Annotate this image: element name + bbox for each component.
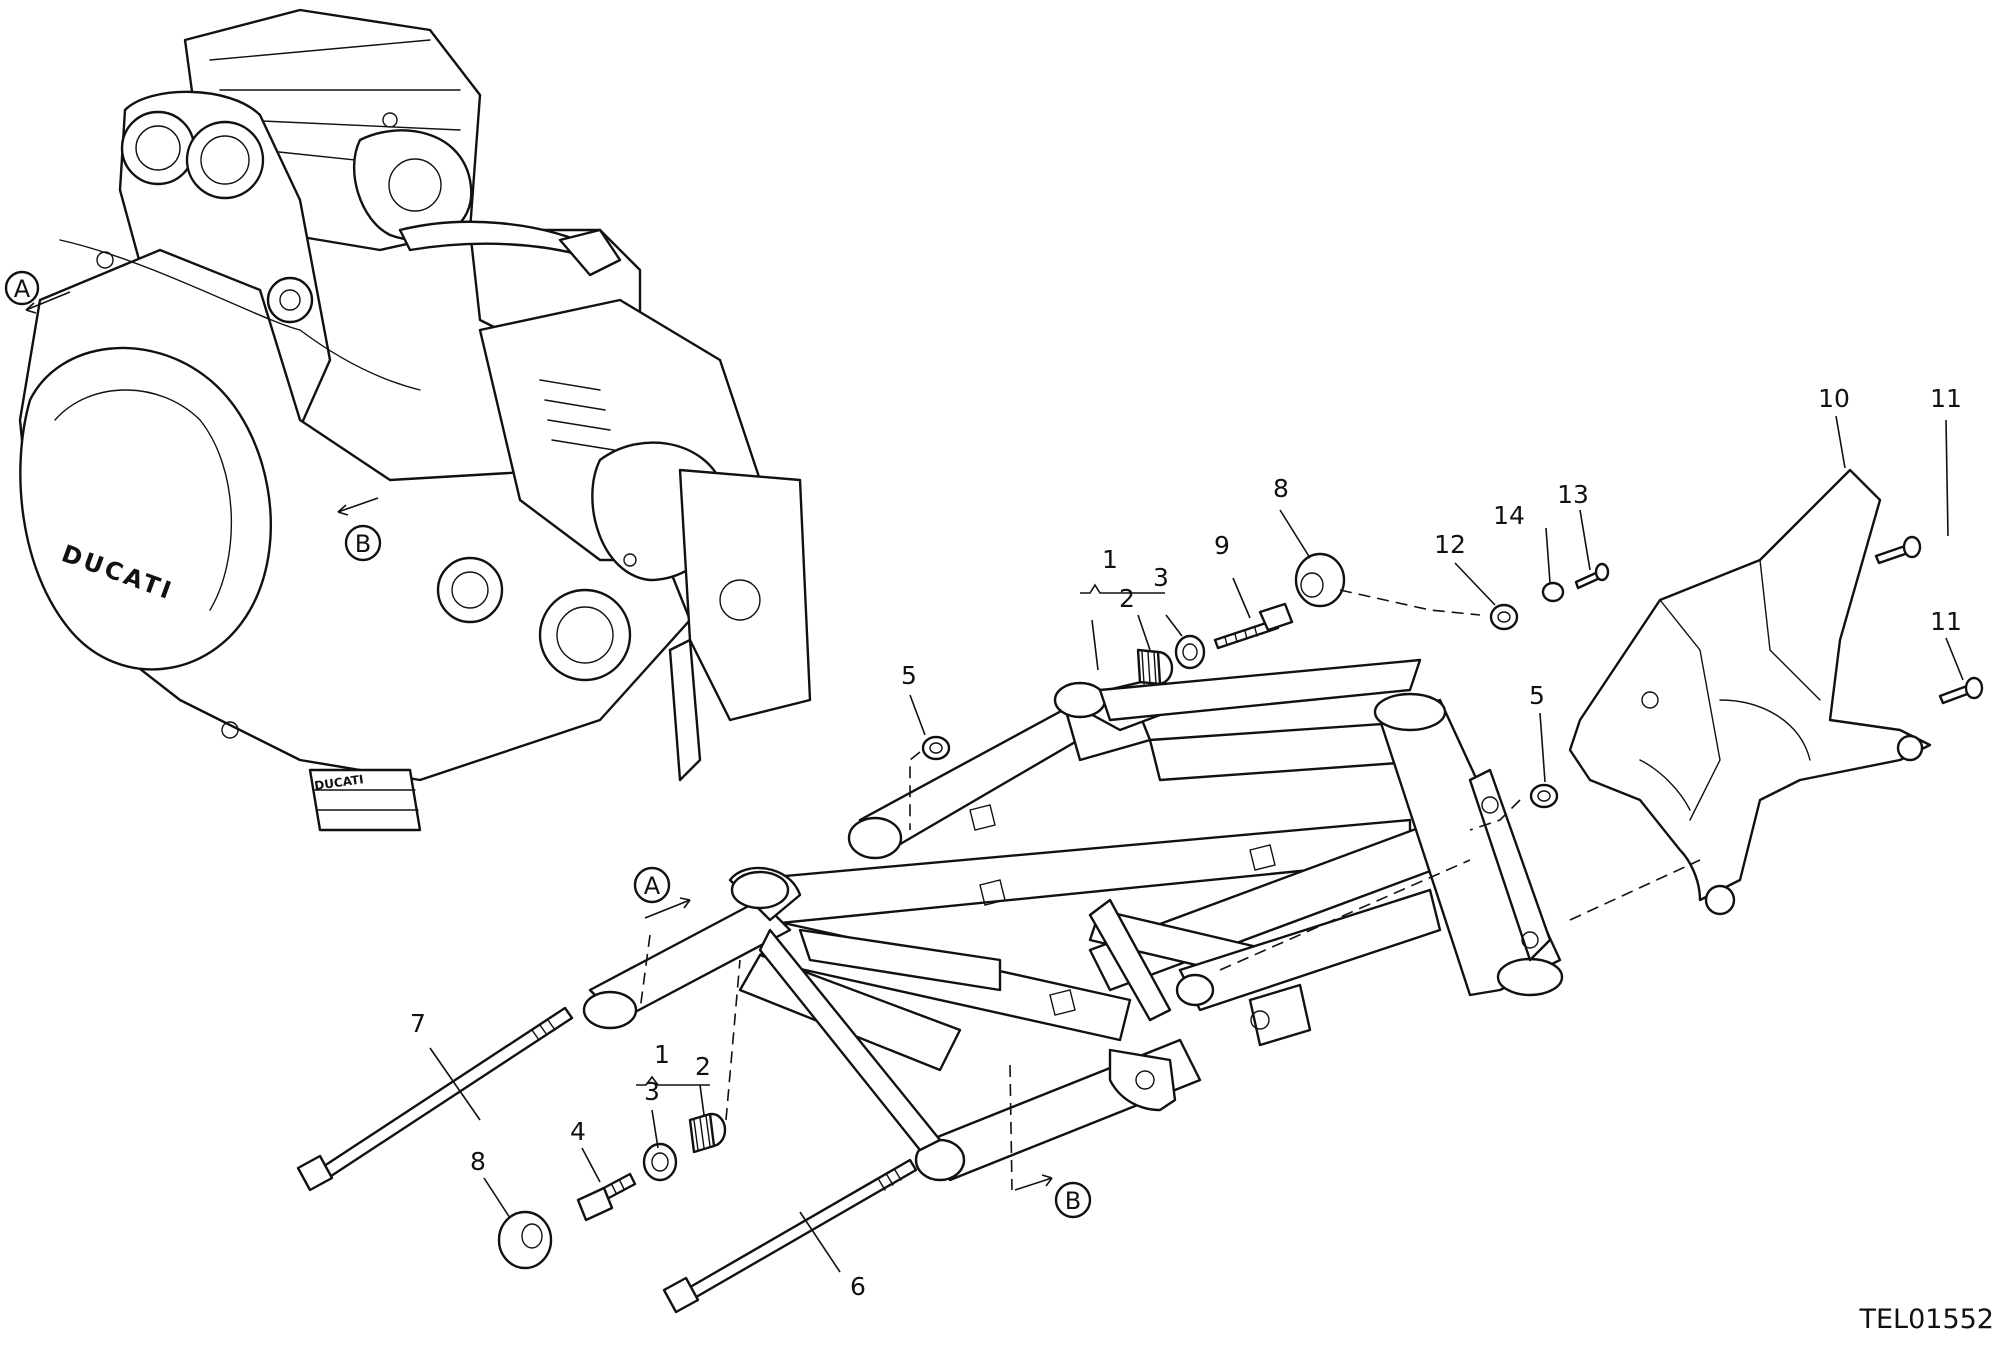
callout-1-upper: 1 [1102, 545, 1118, 574]
callout-5-right: 5 [1529, 681, 1545, 710]
marker-a-engine: A [4, 270, 40, 306]
bushing-8-upper [1294, 552, 1346, 608]
screw-11-bottom [1938, 676, 1984, 705]
svg-text:A: A [644, 872, 661, 900]
nut-5-left [921, 735, 951, 761]
washer-14 [1541, 581, 1565, 603]
marker-a-frame: A [633, 866, 671, 904]
long-bolt-6 [662, 1158, 918, 1314]
long-bolt-7 [296, 1006, 574, 1192]
bolt-9 [1213, 602, 1294, 650]
callout-leaders [25, 291, 1964, 1273]
svg-text:A: A [14, 275, 31, 303]
assembly-lines [639, 589, 1701, 1191]
callout-7: 7 [410, 1009, 426, 1038]
callout-3-upper: 3 [1153, 563, 1169, 592]
callout-10: 10 [1818, 384, 1850, 413]
main-frame [582, 658, 1564, 1182]
callout-4: 4 [570, 1117, 586, 1146]
oil-filter-brand: DUCATI [313, 772, 364, 793]
callout-numbers: 1 2 3 5 8 9 12 14 13 5 10 11 11 7 1 3 2 … [410, 384, 1962, 1301]
callout-9: 9 [1214, 531, 1230, 560]
front-bracket-10 [1568, 468, 1932, 916]
callout-8-upper: 8 [1273, 474, 1289, 503]
bushing-8-lower [497, 1210, 553, 1270]
marker-b-engine: B [344, 524, 382, 562]
callout-11-bottom: 11 [1930, 607, 1962, 636]
drawing-code: TEL01552 [1859, 1304, 1995, 1335]
svg-text:B: B [355, 530, 371, 558]
callout-2-upper: 2 [1119, 584, 1135, 613]
screw-11-top [1874, 535, 1922, 565]
svg-text:B: B [1065, 1187, 1081, 1215]
callout-6: 6 [850, 1272, 866, 1301]
small-parts [296, 535, 1984, 1314]
callout-14: 14 [1493, 501, 1525, 530]
spacer-12 [1489, 603, 1519, 631]
callout-1-lower: 1 [654, 1040, 670, 1069]
spring-2-lower [688, 1112, 727, 1154]
callout-13: 13 [1557, 480, 1589, 509]
spacer-3-upper [1174, 634, 1206, 670]
callout-11-top: 11 [1930, 384, 1962, 413]
callout-5-left: 5 [901, 661, 917, 690]
nut-5-right [1529, 783, 1559, 809]
marker-b-frame: B [1054, 1181, 1092, 1219]
spacer-3-lower [642, 1142, 678, 1182]
screw-13 [1574, 562, 1610, 590]
bolt-4 [576, 1172, 637, 1222]
reference-markers: A B A B [4, 270, 1092, 1219]
callout-12: 12 [1434, 530, 1466, 559]
engine-assembly: DUCATI DUCATI [18, 8, 812, 832]
callout-2-lower: 2 [695, 1052, 711, 1081]
spring-2-upper [1136, 648, 1174, 686]
callout-8-lower: 8 [470, 1147, 486, 1176]
callout-3-lower: 3 [644, 1077, 660, 1106]
